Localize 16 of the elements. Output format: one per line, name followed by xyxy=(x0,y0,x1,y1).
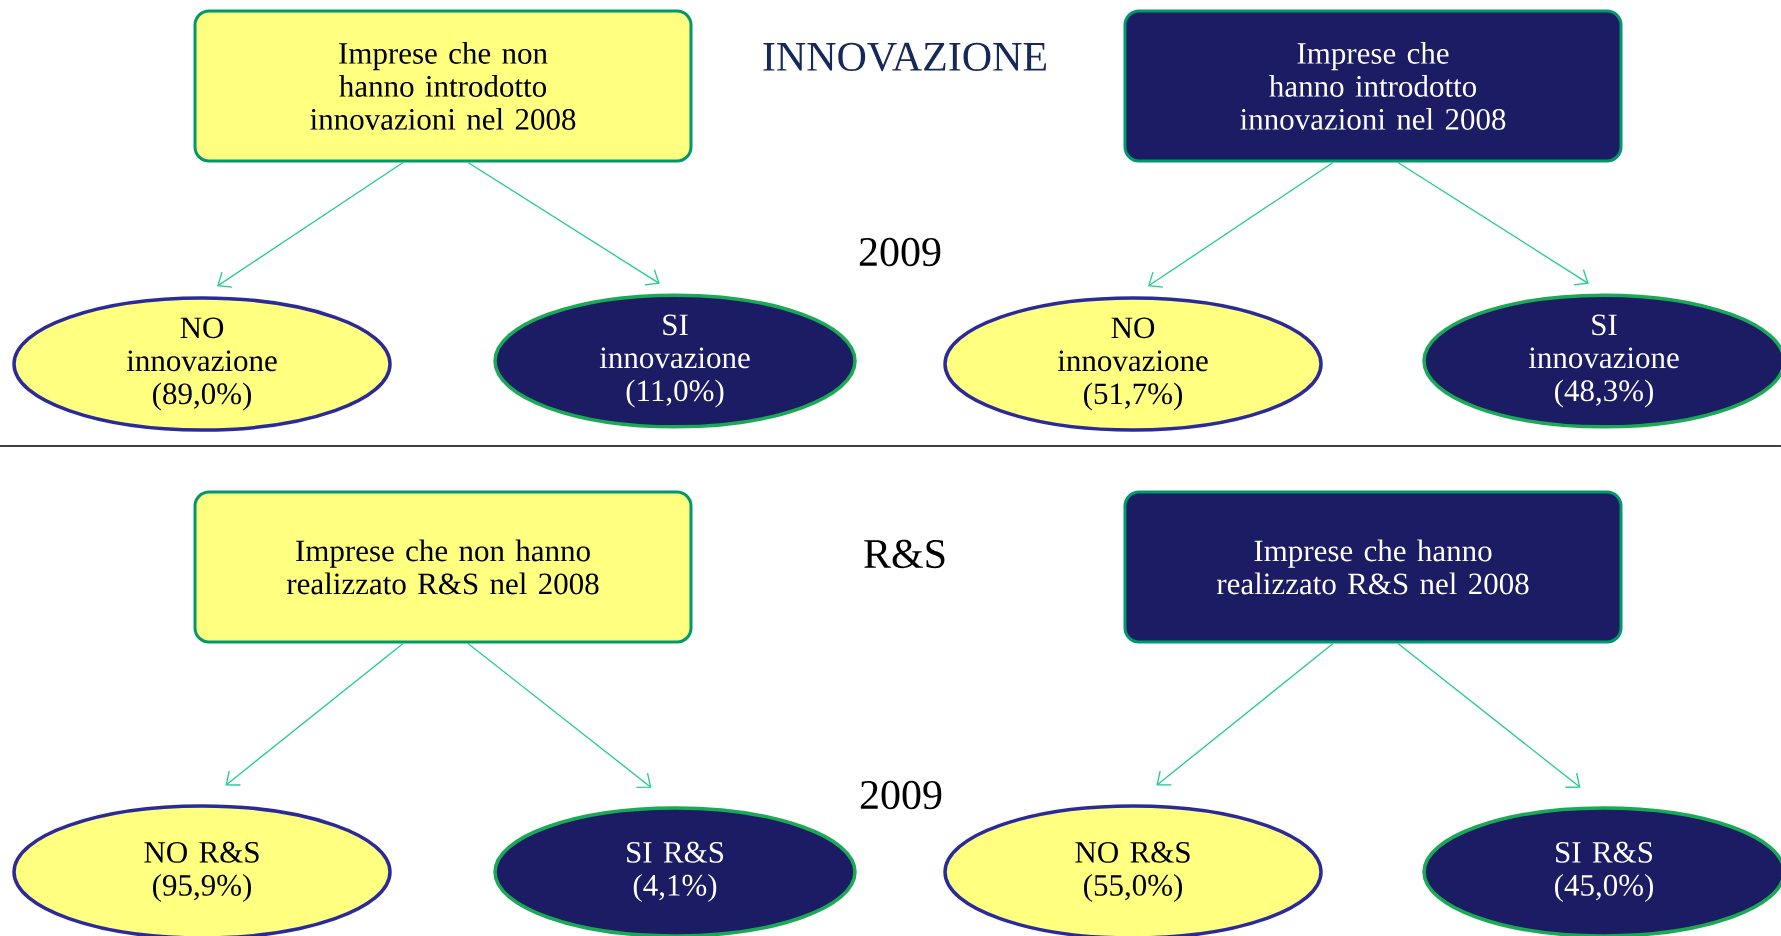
year-label: 2009 xyxy=(859,237,941,267)
arrow xyxy=(1397,642,1581,788)
heading-text: INNOVAZIONE xyxy=(763,42,1046,72)
process-box: Imprese che hanno introdotto innovazioni nel 2008 xyxy=(1123,9,1623,163)
heading-text: R&S xyxy=(864,539,945,569)
arrow xyxy=(217,161,404,288)
arrow xyxy=(225,642,404,786)
arrow xyxy=(467,642,652,788)
arrow xyxy=(1147,161,1334,288)
process-box: Imprese che hanno realizzato R&S nel 2008 xyxy=(1123,490,1623,644)
year-label: 2009 xyxy=(860,780,942,810)
process-box: Imprese che non hanno introdotto innovazioni nel 2008 xyxy=(193,9,693,163)
process-box: Imprese che non hanno realizzato R&S nel 2008 xyxy=(193,490,693,644)
arrow xyxy=(467,161,660,286)
arrow xyxy=(1397,161,1589,286)
arrow xyxy=(1156,642,1334,786)
